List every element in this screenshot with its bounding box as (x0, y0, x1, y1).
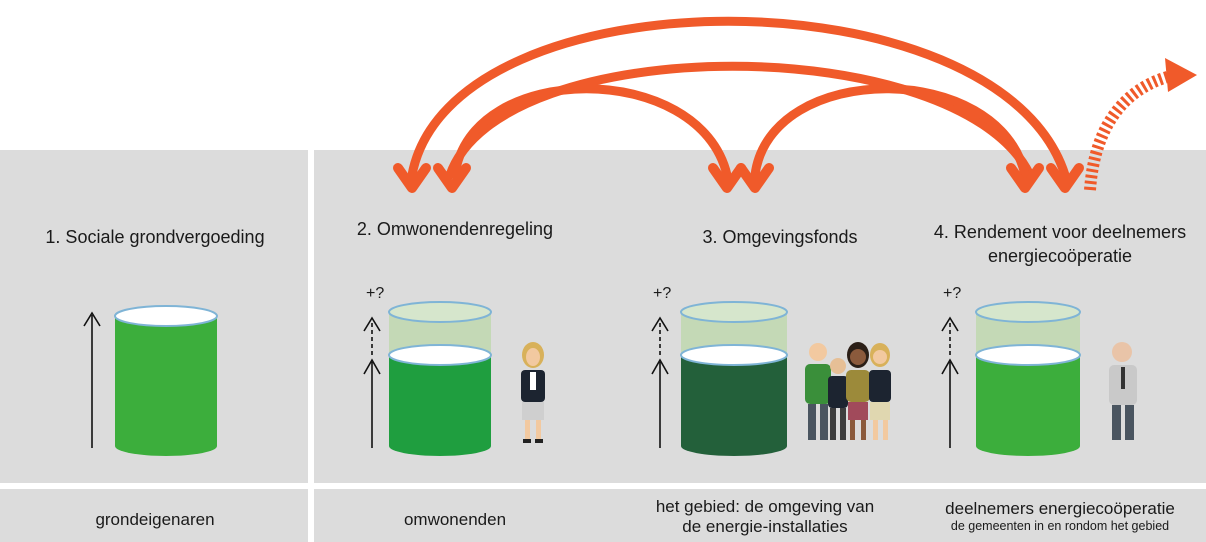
cylinder-icon (114, 305, 218, 456)
recipient-label-2: omwonenden (403, 510, 507, 529)
person-icon (846, 342, 870, 440)
cylinder-icon (388, 301, 492, 456)
recipient-label-4-sub: de gemeenten in en rondom het gebied (950, 519, 1170, 533)
person-icon (521, 342, 545, 443)
recipient-label-4: deelnemers energiecoöperatie de gemeente… (920, 499, 1200, 533)
person-icon (828, 358, 848, 440)
scheme-title-4-line2: energiecoöperatie (987, 246, 1133, 266)
cylinder-icon (680, 301, 788, 456)
panel-bottom-left (0, 489, 308, 542)
arrowheads (393, 163, 1084, 193)
person-icon (1109, 342, 1137, 440)
scheme-title-3: 3. Omgevingsfonds (702, 227, 858, 247)
scheme-title-1: 1. Sociale grondvergoeding (45, 227, 265, 247)
panel-bottom-right (314, 489, 1206, 542)
recipient-label-3: het gebied: de omgeving van de energie-i… (620, 497, 910, 537)
scheme-title-2: 2. Omwonendenregeling (356, 219, 554, 239)
recipient-label-4-main: deelnemers energiecoöperatie (945, 499, 1175, 518)
dashed-outward-arrow-icon (1084, 58, 1197, 191)
dashed-up-arrow-icon (363, 316, 381, 448)
recipient-label-3-line2: de energie-installaties (682, 517, 848, 536)
recipient-label-1: grondeigenaren (95, 510, 215, 529)
recipient-label-3-line1: het gebied: de omgeving van (655, 497, 875, 516)
up-arrow-icon (83, 311, 101, 448)
plus-label-3: +? (653, 285, 672, 302)
plus-label-2: +? (366, 285, 385, 302)
person-icon (869, 343, 891, 440)
plus-label-4: +? (943, 285, 962, 302)
scheme-title-4-line1: 4. Rendement voor deelnemers (933, 222, 1187, 242)
curved-arrow-icon (407, 16, 1070, 180)
person-icon (805, 343, 831, 440)
scheme-title-4: 4. Rendement voor deelnemers energiecoöp… (920, 220, 1200, 268)
dashed-up-arrow-icon (651, 316, 669, 448)
cylinder-icon (975, 301, 1081, 456)
dashed-up-arrow-icon (941, 316, 959, 448)
